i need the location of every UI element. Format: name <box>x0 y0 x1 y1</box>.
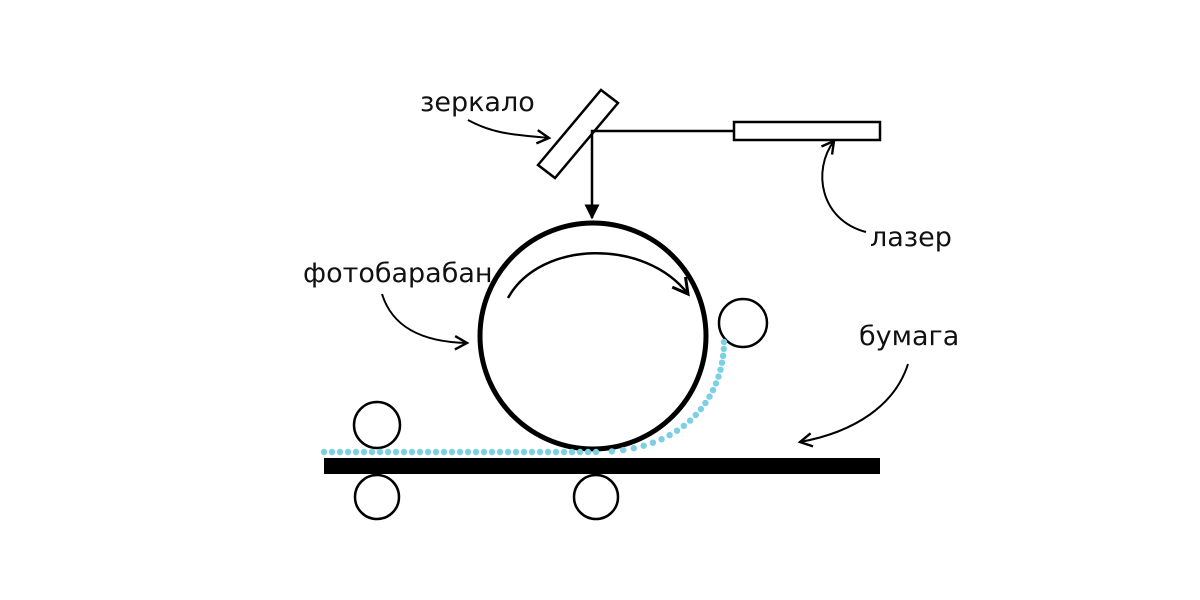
toner-dot <box>448 448 456 456</box>
top-left-roller <box>352 400 402 450</box>
toner-dot <box>544 448 552 456</box>
toner-dot <box>697 405 705 413</box>
toner-dot <box>717 366 724 373</box>
toner-dot <box>673 427 681 434</box>
toner-dot <box>528 448 536 456</box>
drum-label: фотобарабан <box>303 258 493 289</box>
toner-dot <box>488 448 496 456</box>
toner-dot <box>709 386 717 394</box>
toner-dot <box>620 446 627 454</box>
toner-dot <box>640 442 647 449</box>
toner-dot <box>712 380 720 387</box>
toner-dot <box>658 436 665 443</box>
paper-sheet <box>324 458 880 474</box>
photo-drum <box>477 220 709 452</box>
toner-dots <box>320 338 728 456</box>
toner-dot <box>336 448 344 456</box>
bottom-middle-roller <box>572 473 620 521</box>
toner-dot <box>496 448 504 456</box>
toner-dot <box>400 448 408 456</box>
toner-dot <box>576 448 584 456</box>
toner-dot <box>608 448 616 455</box>
bottom-left-roller <box>353 473 401 521</box>
toner-dot <box>630 445 637 452</box>
toner-dot <box>320 448 328 456</box>
toner-dot <box>702 399 709 407</box>
toner-dot <box>344 448 352 456</box>
drum-pointer-arrow <box>381 293 470 351</box>
toner-dot <box>472 448 480 456</box>
toner-dot <box>680 422 687 429</box>
mirror <box>536 88 620 180</box>
toner-dot <box>686 417 694 424</box>
toner-dot <box>456 448 464 456</box>
toner-dot <box>416 448 424 456</box>
toner-dot <box>666 431 673 439</box>
toner-dot <box>464 448 472 456</box>
toner-dot <box>719 352 727 359</box>
toner-dot <box>552 448 560 456</box>
toner-dot <box>480 448 488 456</box>
toner-dot <box>536 448 544 456</box>
toner-dot <box>560 448 568 456</box>
toner-dot <box>512 448 520 456</box>
toner-dot <box>706 393 713 400</box>
toner-dot <box>520 448 528 456</box>
laser-pointer-arrow <box>820 139 867 233</box>
toner-dot <box>352 448 360 456</box>
laser-beam <box>584 129 734 220</box>
toner-dot <box>715 373 722 380</box>
charge-roller <box>717 297 769 349</box>
toner-dot <box>592 448 600 456</box>
toner-dot <box>720 345 727 353</box>
toner-dot <box>718 359 726 366</box>
toner-dot <box>424 448 432 456</box>
toner-dot <box>384 448 392 456</box>
toner-dot <box>504 448 512 456</box>
toner-dot <box>692 411 699 419</box>
toner-dot <box>432 448 440 456</box>
toner-dot <box>408 448 416 456</box>
toner-dot <box>584 448 592 456</box>
laser-label: лазер <box>870 222 952 253</box>
toner-dot <box>392 448 400 456</box>
mirror-pointer-arrow <box>467 119 552 145</box>
rotation-arrow <box>506 252 690 299</box>
paper-pointer-arrow <box>797 363 909 448</box>
toner-dot <box>328 448 336 456</box>
mirror-label: зеркало <box>420 87 535 118</box>
toner-dot <box>368 448 376 456</box>
toner-dot <box>360 448 368 456</box>
laser <box>732 120 882 142</box>
toner-dot <box>568 448 576 456</box>
toner-dot <box>649 439 657 446</box>
toner-dot <box>720 338 728 346</box>
toner-dot <box>376 448 384 456</box>
paper-label: бумага <box>859 321 959 352</box>
toner-dot <box>440 448 448 456</box>
